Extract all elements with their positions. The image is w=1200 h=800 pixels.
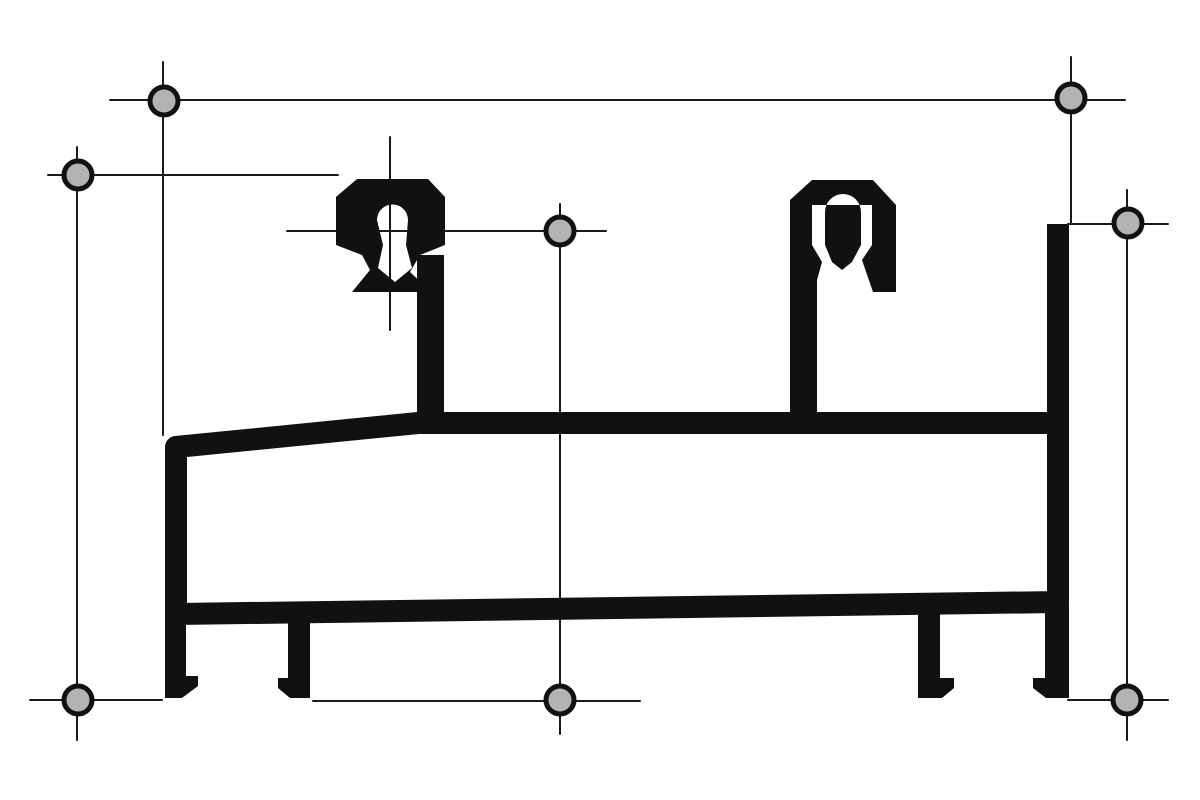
dimension-marker — [543, 214, 577, 248]
foot-right-outer — [1033, 604, 1069, 698]
right-flange — [1047, 224, 1069, 424]
foot-left-inner — [278, 614, 310, 698]
dimension-marker — [61, 158, 95, 192]
dimension-marker — [1110, 683, 1144, 717]
dimension-marker — [1111, 206, 1145, 240]
dimension-marker — [1054, 81, 1088, 115]
right-hook-head — [790, 180, 896, 292]
left-hook-head — [336, 179, 445, 292]
foot-right-inner — [918, 604, 954, 698]
dimension-marker — [543, 683, 577, 717]
foot-left-outer — [165, 614, 198, 698]
profile-section — [165, 179, 1069, 698]
left-hook-stem — [417, 255, 444, 415]
dimension-marker — [147, 84, 181, 118]
dimension-markers — [61, 81, 1145, 717]
dimension-marker — [61, 683, 95, 717]
profile-main-chamber — [165, 412, 1069, 625]
dimension-lines — [29, 56, 1169, 741]
